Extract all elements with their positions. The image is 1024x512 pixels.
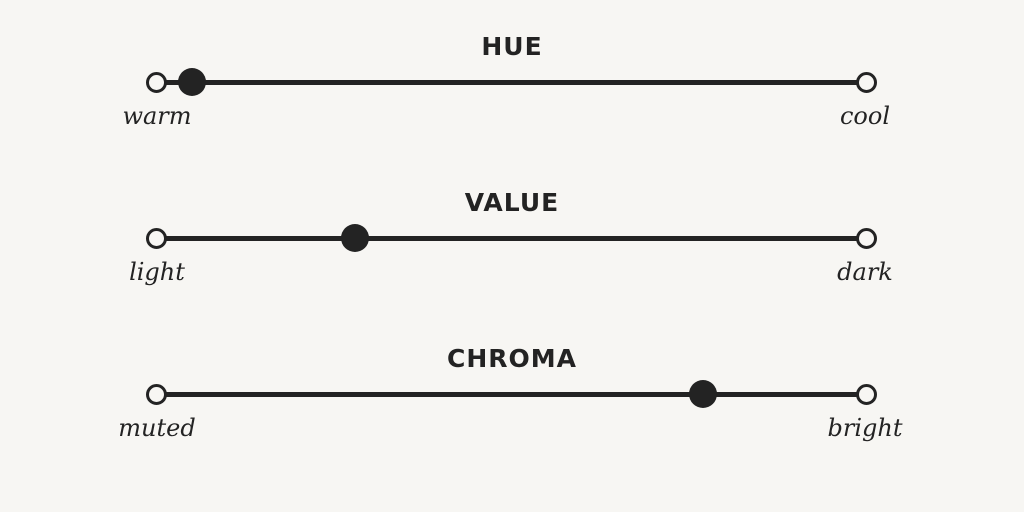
slider-hue: HUE warm cool [0,30,1024,170]
slider-max-marker [856,228,877,249]
slider-value: VALUE light dark [0,186,1024,326]
slider-min-marker [146,384,167,405]
slider-min-label: warm [122,102,192,130]
slider-max-marker [856,72,877,93]
slider-chroma: CHROMA muted bright [0,342,1024,482]
slider-title-hue: HUE [481,32,543,61]
slider-track-chroma[interactable] [156,392,866,397]
slider-thumb-chroma[interactable] [688,380,717,408]
slider-track-hue[interactable] [156,80,866,85]
slider-min-label: light [129,258,185,286]
slider-track-value[interactable] [156,236,866,241]
slider-thumb-hue[interactable] [177,68,206,96]
slider-min-marker [146,228,167,249]
slider-max-label: bright [827,414,903,442]
slider-max-label: cool [839,102,890,130]
slider-title-value: VALUE [464,188,560,217]
slider-thumb-value[interactable] [340,224,369,252]
slider-min-label: muted [118,414,196,442]
slider-max-marker [856,384,877,405]
slider-max-label: dark [837,258,893,286]
slider-title-chroma: CHROMA [447,344,577,373]
slider-min-marker [146,72,167,93]
